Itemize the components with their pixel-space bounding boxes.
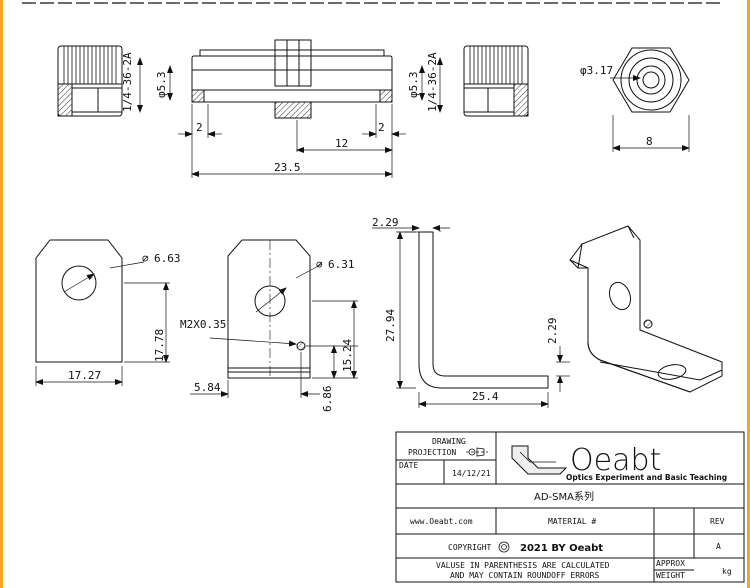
website: www.Oeabt.com	[410, 517, 473, 526]
dim-bracket-h: 27.94	[384, 309, 397, 342]
projection-label: PROJECTION	[408, 448, 456, 457]
dim-plate1-hole: 6.63	[154, 252, 181, 265]
oeabt-logo-icon	[511, 445, 568, 475]
logo-subtitle: Optics Experiment and Basic Teaching	[566, 473, 727, 482]
date-label: DATE	[399, 461, 418, 470]
plate2-hole-symbol: ⌀	[316, 258, 323, 271]
rev-value: A	[716, 542, 721, 551]
bracket-side-view	[372, 225, 549, 408]
weight-label: WEIGHT	[656, 571, 685, 580]
dim-thread-right: 1/4-36-2A	[426, 52, 439, 112]
dim-dia-left: φ5.3	[155, 72, 168, 99]
drawing-label: DRAWING	[432, 437, 466, 446]
bracket-isometric-view	[556, 225, 723, 393]
dim-hex-hole: φ3.17	[580, 64, 613, 77]
dim-plate2-hole: 6.31	[328, 258, 355, 271]
dim-hex-width: 8	[646, 135, 653, 148]
plate1-hole-symbol: ⌀	[142, 252, 149, 265]
right-nut-view	[463, 45, 529, 117]
dim-bracket-len: 25.4	[472, 390, 499, 403]
connector-dimension-lines	[137, 57, 443, 178]
plate-1-view	[35, 239, 170, 386]
copyright-text: 2021 BY Oeabt	[520, 543, 603, 554]
dim-width-left: 2	[196, 121, 203, 134]
logo-text: Oeabt	[570, 443, 661, 478]
copyright-label: COPYRIGHT	[448, 543, 492, 552]
dim-thread-left: 1/4-36-2A	[121, 52, 134, 112]
dim-width-right: 2	[378, 121, 385, 134]
weight-unit: kg	[722, 567, 732, 576]
approx-label: APPROX	[656, 559, 685, 568]
rev-label: REV	[710, 517, 725, 526]
dim-plate2-w: 5.84	[194, 381, 221, 394]
hex-end-view	[610, 47, 690, 152]
adapter-body-view	[191, 39, 393, 119]
dim-length-12: 12	[335, 137, 348, 150]
title-block	[395, 431, 745, 583]
dim-plate2-screw: M2X0.35	[180, 318, 226, 331]
note-line-1: VALUSE IN PARENTHESIS ARE CALCULATED	[436, 561, 610, 570]
dim-iso-thk: 2.29	[546, 318, 559, 345]
dim-dia-right: φ5.3	[407, 72, 420, 99]
date-value: 14/12/21	[452, 469, 491, 478]
dim-bracket-thk: 2.29	[372, 216, 399, 229]
dim-plate2-h1: 15.24	[341, 339, 354, 372]
projection-symbol	[466, 447, 488, 457]
part-name: AD-SMA系列	[534, 490, 594, 503]
left-nut-view	[57, 45, 123, 117]
material-label: MATERIAL #	[548, 517, 596, 526]
dim-plate2-h2: 6.86	[321, 386, 334, 413]
copyright-icon	[498, 541, 510, 553]
dim-length-23-5: 23.5	[274, 161, 301, 174]
dim-plate1-width: 17.27	[68, 369, 101, 382]
plate-2-view	[190, 239, 358, 398]
note-line-2: AND MAY CONTAIN ROUNDOFF ERRORS	[450, 571, 599, 580]
dim-plate1-height: 17.78	[153, 329, 166, 362]
